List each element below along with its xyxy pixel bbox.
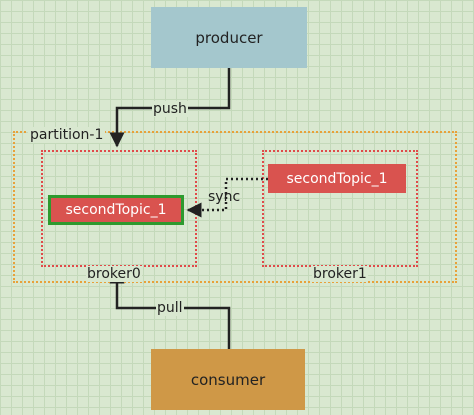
broker0-topic: secondTopic_1 (48, 195, 184, 225)
sync-connector (186, 177, 268, 218)
broker1-label: broker1 (312, 266, 368, 282)
broker1-topic-label: secondTopic_1 (286, 170, 388, 187)
partition-container (13, 131, 457, 283)
producer-label: producer (195, 28, 263, 47)
push-label: push (152, 101, 188, 117)
pull-label: pull (156, 300, 184, 316)
broker0-topic-label: secondTopic_1 (65, 202, 167, 218)
sync-label: sync (208, 189, 241, 205)
broker0-label: broker0 (86, 266, 142, 282)
consumer-label: consumer (190, 370, 266, 389)
consumer-node: consumer (151, 349, 305, 410)
broker1-topic: secondTopic_1 (268, 164, 406, 193)
partition-label: partition-1 (28, 127, 106, 143)
producer-node: producer (151, 7, 307, 68)
